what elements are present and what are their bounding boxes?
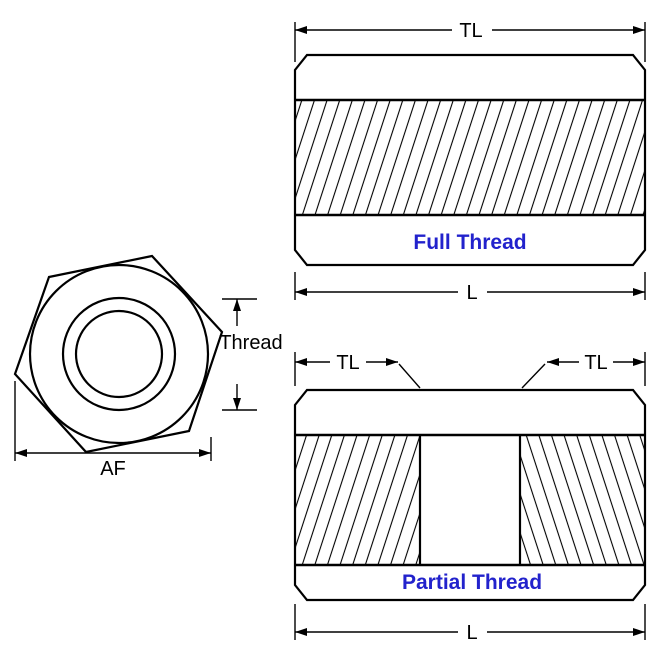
full-thread-body-outline	[293, 53, 647, 267]
thread-outer-circle	[61, 296, 177, 412]
partial-thread-tl-left-label: TL	[336, 352, 359, 374]
full-thread-l-label: L	[466, 282, 477, 304]
hex-end-view: Thread AF	[13, 254, 283, 480]
partial-thread-tl-right-dimension: TL	[521, 352, 646, 389]
partial-thread-tl-right-label: TL	[584, 352, 607, 374]
af-dim-label: AF	[100, 458, 126, 480]
thread-dimension: Thread	[219, 298, 283, 411]
full-thread-l-dimension: L	[294, 272, 646, 304]
partial-thread-view: Partial Thread TL TL	[293, 352, 647, 644]
partial-thread-hatch-left	[296, 436, 420, 564]
full-thread-view: Full Thread TL L	[293, 20, 647, 304]
partial-thread-hatch-right	[520, 436, 644, 564]
partial-thread-l-label: L	[466, 622, 477, 644]
full-thread-tl-label: TL	[459, 20, 482, 42]
chamfer-circle	[28, 263, 210, 445]
thread-inner-circle	[74, 309, 164, 399]
partial-thread-tl-left-dimension: TL	[294, 352, 421, 389]
full-thread-tl-dimension: TL	[294, 20, 646, 62]
hexagon-outline	[13, 254, 224, 454]
full-thread-hatch	[296, 101, 644, 214]
af-dimension: AF	[14, 381, 212, 480]
partial-thread-body-outline	[293, 388, 647, 602]
thread-dim-label: Thread	[219, 332, 282, 354]
full-thread-title: Full Thread	[413, 231, 526, 254]
partial-thread-l-dimension: L	[294, 604, 646, 644]
partial-thread-title: Partial Thread	[402, 571, 542, 594]
